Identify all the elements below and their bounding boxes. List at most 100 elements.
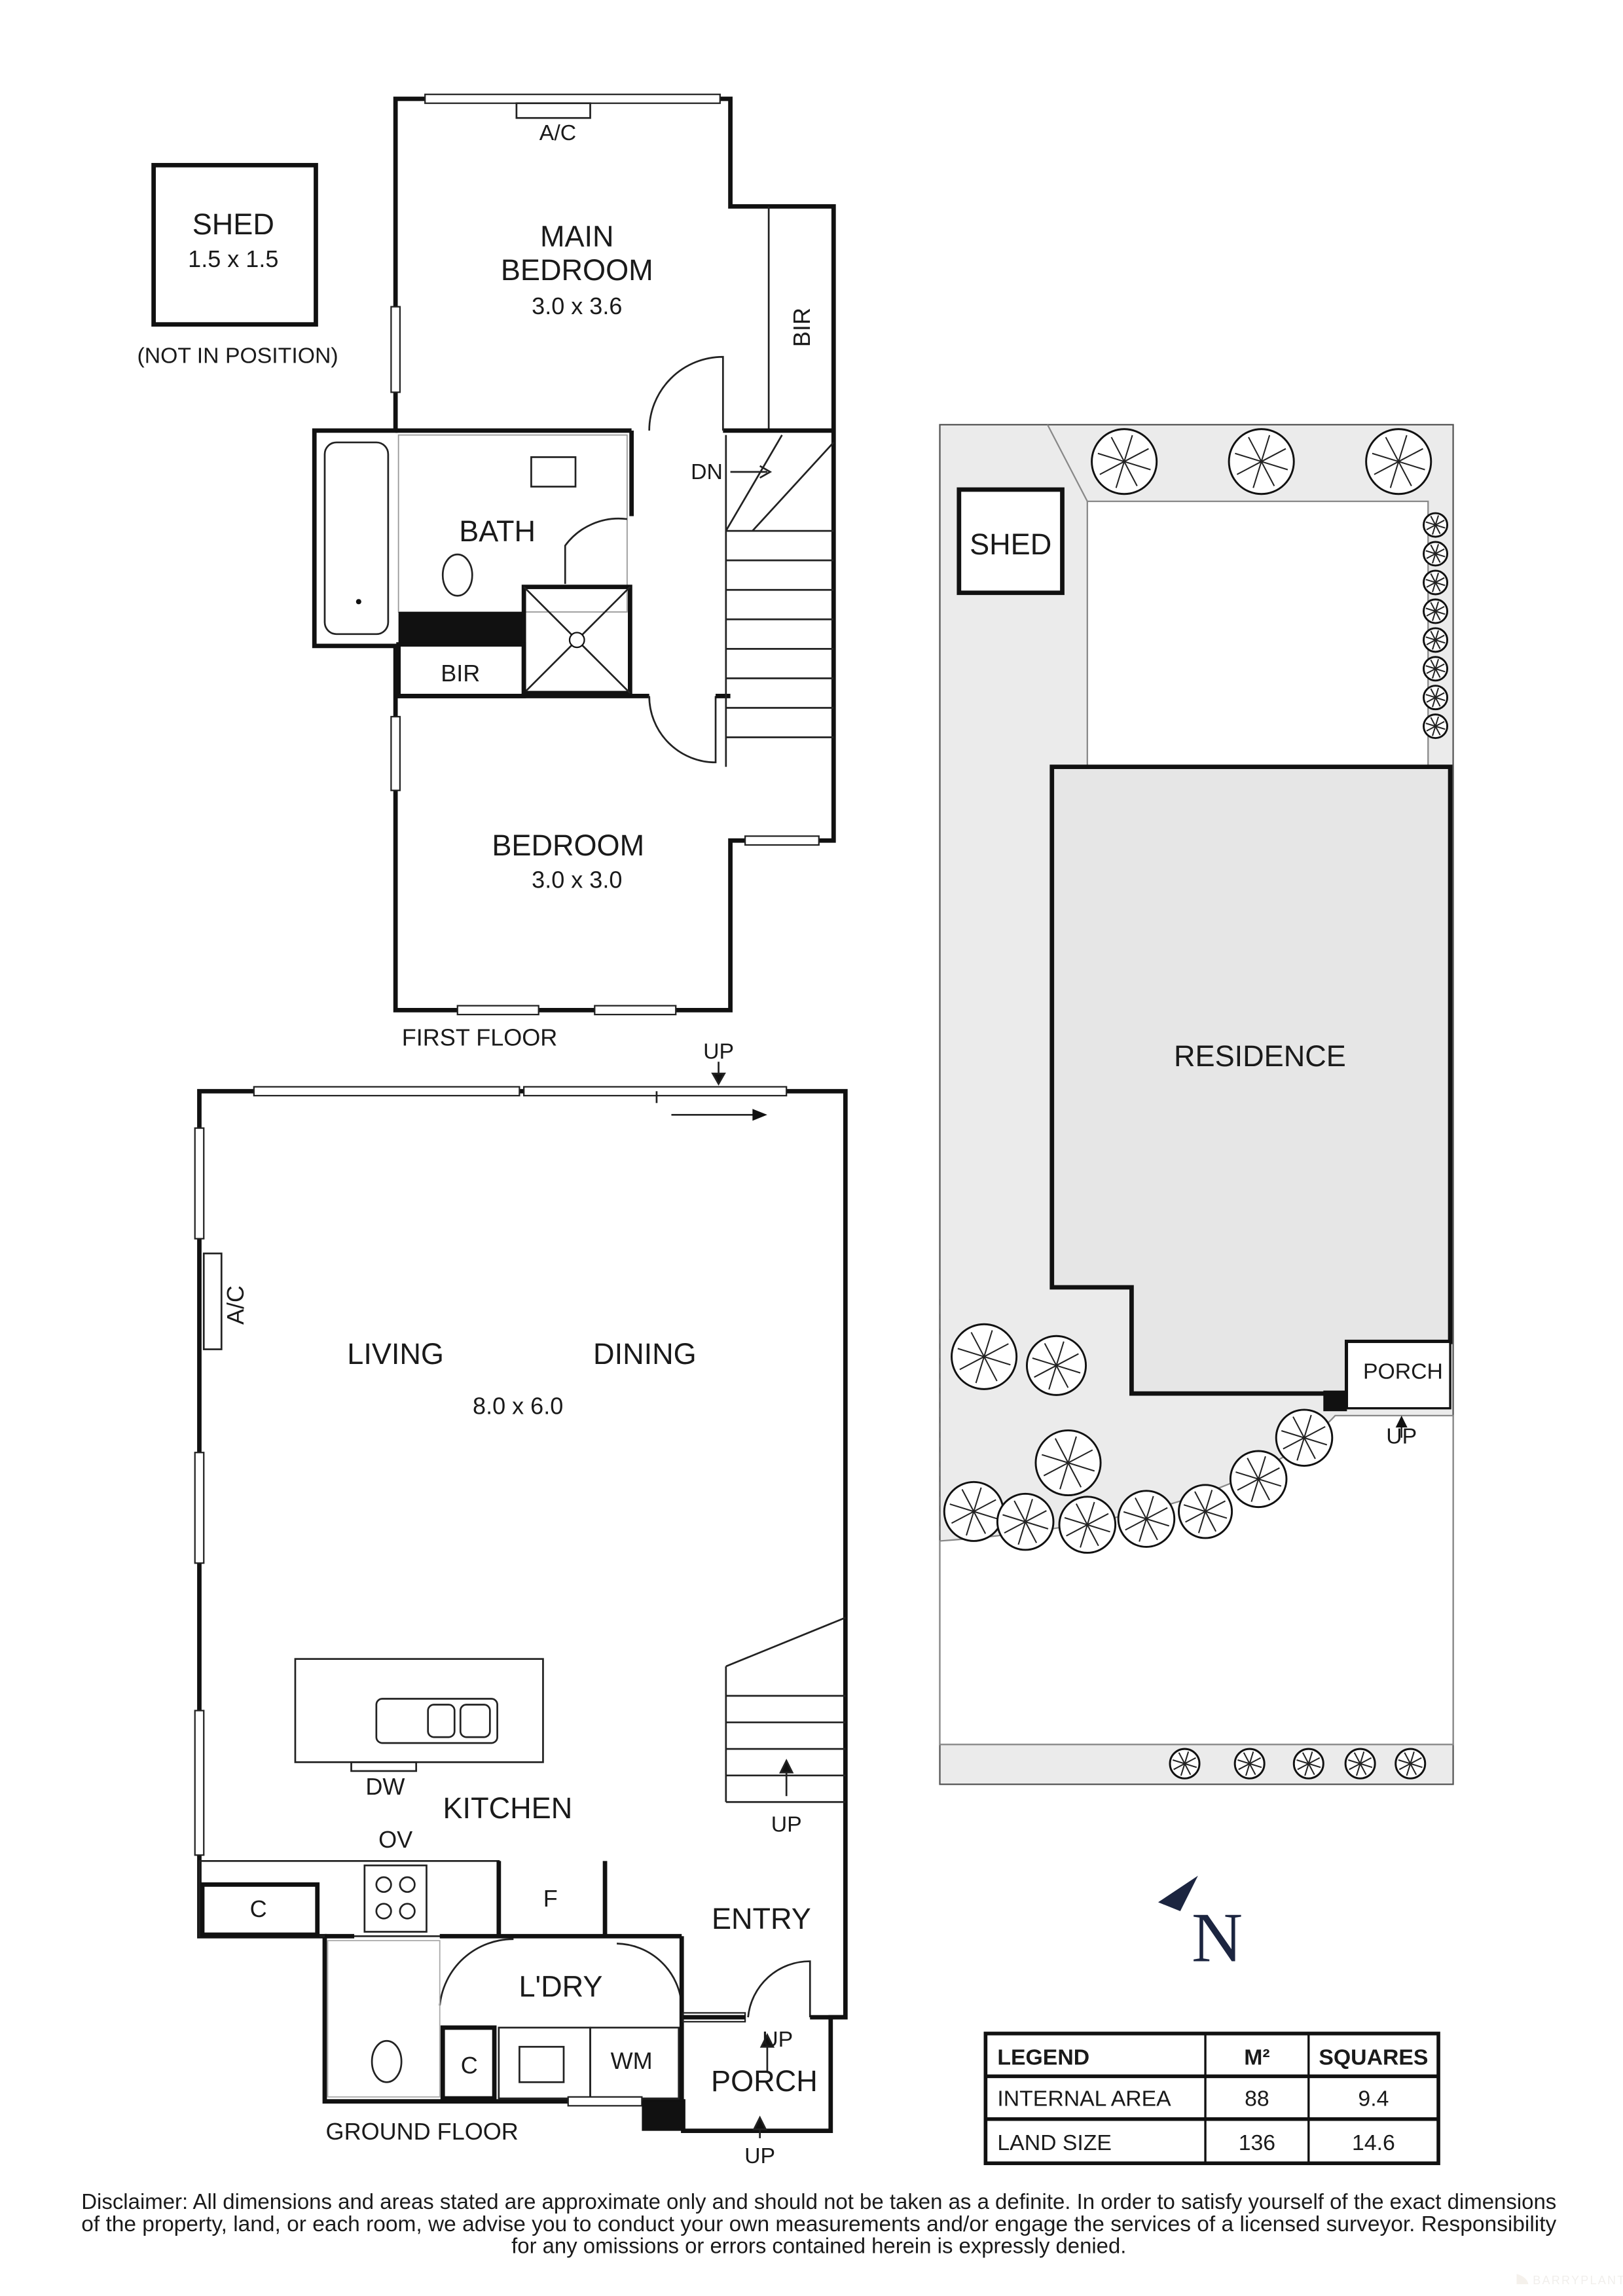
ground-floor-label: GROUND FLOOR	[326, 2118, 519, 2145]
tree-branch	[1434, 601, 1440, 612]
tree-branch	[1308, 1757, 1321, 1765]
tree-branch	[1426, 582, 1436, 588]
disclaimer: Disclaimer: All dimensions and areas sta…	[81, 2189, 1557, 2258]
tree-branch	[1054, 1438, 1069, 1463]
tree-branch	[1184, 1751, 1190, 1764]
tree-branch	[1099, 461, 1125, 475]
tree-branch	[1145, 1496, 1154, 1519]
tree-branch	[1434, 716, 1440, 726]
tree-branch	[1068, 1462, 1095, 1472]
tree-branch	[1398, 435, 1408, 462]
tree-branch	[1435, 696, 1446, 702]
tree-branch	[1249, 1757, 1262, 1765]
tree-branch	[1426, 639, 1436, 645]
up-label: UP	[744, 2144, 775, 2168]
tree-branch	[1435, 610, 1446, 615]
fridge-label: F	[543, 1885, 558, 1912]
tree-branch	[1432, 639, 1436, 650]
tree-branch	[1425, 665, 1436, 670]
tree-branch	[1087, 1524, 1110, 1533]
living-dim: 8.0 x 6.0	[473, 1393, 563, 1420]
tree-branch	[1250, 1479, 1260, 1502]
tree-branch	[973, 1499, 996, 1513]
tree-branch	[1430, 544, 1436, 554]
tree-branch	[1238, 1763, 1250, 1770]
first-floor-plan: A/C MAIN BEDROOM 3.0 x 3.6 BIR DN BATH B…	[312, 94, 836, 1050]
tree-branch	[1432, 524, 1436, 535]
tree-branch	[975, 1356, 985, 1384]
tree-branch	[1432, 697, 1436, 708]
tree-branch	[1041, 1454, 1068, 1463]
bir-label: BIR	[441, 660, 480, 687]
tree-branch	[966, 1511, 975, 1536]
tree-branch	[1080, 1524, 1088, 1548]
site-shed	[957, 487, 1065, 596]
tree-branch	[973, 1487, 982, 1512]
legend-cell: INTERNAL AREA	[997, 2086, 1171, 2111]
kitchen-label: KITCHEN	[443, 1791, 573, 1825]
tree-branch	[1410, 1757, 1422, 1765]
tree-branch	[983, 1356, 998, 1382]
tree-branch	[951, 1511, 974, 1524]
tree-branch	[1435, 692, 1445, 698]
tree-branch	[1034, 1365, 1057, 1378]
tree-branch	[1398, 1763, 1411, 1770]
tree-branch	[1359, 1763, 1367, 1776]
tree-branch	[1430, 516, 1436, 526]
up-label: UP	[703, 1039, 734, 1064]
tree-branch	[1435, 663, 1445, 670]
tree-branch	[1425, 694, 1436, 698]
tree-branch	[1356, 1763, 1361, 1776]
tree-branch	[1237, 1478, 1259, 1491]
tree-branch	[1146, 1518, 1170, 1527]
legend-header: SQUARES	[1319, 2045, 1428, 2070]
tree-branch	[1115, 461, 1125, 488]
laundry-label: L'DRY	[519, 1970, 603, 2003]
tree-branch	[1435, 725, 1446, 730]
legend-header: M²	[1244, 2045, 1269, 2070]
shed-note: (NOT IN POSITION)	[137, 343, 338, 368]
tree-branch	[1044, 1342, 1057, 1366]
tree-branch	[1248, 437, 1262, 462]
tree-branch	[1372, 452, 1399, 463]
tree-branch	[1013, 1500, 1027, 1522]
tree-branch	[1435, 668, 1446, 673]
tree-branch	[1110, 437, 1125, 462]
north-label: N	[1192, 1899, 1243, 1977]
tree-branch	[1297, 1763, 1309, 1770]
tree-branch	[1435, 577, 1445, 583]
tree-branch	[983, 1343, 1009, 1357]
legend-cell: 88	[1245, 2086, 1269, 2111]
watermark-logo: BARRYPLANT	[1516, 2274, 1623, 2287]
tree-branch	[1086, 1501, 1095, 1525]
tree-branch	[1172, 1759, 1185, 1765]
tree-branch	[1434, 639, 1441, 649]
tree-branch	[1430, 688, 1436, 698]
tree-branch	[1434, 697, 1441, 707]
tree-branch	[1261, 448, 1286, 463]
tree-branch	[1025, 1499, 1033, 1522]
tree-branch	[1435, 639, 1446, 644]
tree-branch	[1432, 611, 1436, 621]
tree-branch	[1032, 1357, 1057, 1367]
tree-branch	[1146, 1518, 1158, 1541]
up-label: UP	[762, 2027, 793, 2052]
tree-branch	[1430, 659, 1436, 670]
tree-branch	[1258, 1456, 1266, 1480]
tree-branch	[1304, 1437, 1316, 1460]
tree-branch	[1434, 582, 1441, 592]
tree-branch	[1430, 601, 1436, 612]
tree-branch	[1025, 1521, 1038, 1543]
tree-branch	[1434, 630, 1440, 641]
disclaimer-line: Disclaimer: All dimensions and areas sta…	[81, 2189, 1556, 2214]
ac-label: A/C	[539, 120, 576, 145]
wm-label: WM	[611, 2047, 653, 2074]
bedroom-label: BEDROOM	[492, 829, 644, 862]
tree-branch	[1425, 579, 1436, 583]
tree-branch	[1048, 1365, 1057, 1390]
tree-branch	[983, 1330, 993, 1357]
tree-branch	[1430, 573, 1436, 583]
tree-branch	[1139, 1518, 1147, 1542]
tree-branch	[1434, 611, 1441, 620]
tree-branch	[1205, 1500, 1226, 1513]
